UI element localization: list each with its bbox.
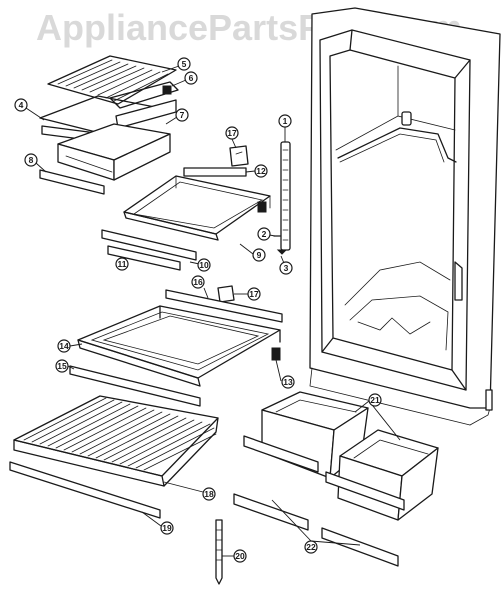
svg-text:17: 17 xyxy=(249,289,259,299)
callout-18: 18 xyxy=(202,487,216,501)
callout-7: 7 xyxy=(175,108,189,122)
callout-5: 5 xyxy=(177,57,191,71)
shelf-brackets xyxy=(217,145,249,303)
svg-text:18: 18 xyxy=(204,489,214,499)
svg-text:5: 5 xyxy=(182,59,187,69)
svg-text:12: 12 xyxy=(256,166,266,176)
callout-19: 19 xyxy=(160,521,174,535)
callout-13: 13 xyxy=(281,375,295,389)
callout-20: 20 xyxy=(233,549,247,563)
svg-text:3: 3 xyxy=(284,263,289,273)
callout-3: 3 xyxy=(279,261,293,275)
svg-text:8: 8 xyxy=(29,155,34,165)
svg-text:6: 6 xyxy=(189,73,194,83)
callout-6: 6 xyxy=(184,71,198,85)
svg-text:13: 13 xyxy=(283,377,293,387)
lower-glass-shelf xyxy=(69,289,283,407)
callout-2: 2 xyxy=(257,227,271,241)
callout-17b: 17 xyxy=(247,287,261,301)
svg-text:21: 21 xyxy=(370,395,380,405)
svg-text:22: 22 xyxy=(306,542,316,552)
svg-text:16: 16 xyxy=(193,277,203,287)
svg-text:9: 9 xyxy=(257,250,262,260)
callout-22: 22 xyxy=(304,540,318,554)
svg-text:15: 15 xyxy=(57,361,67,371)
callout-1: 1 xyxy=(278,114,292,128)
callout-10: 10 xyxy=(197,258,211,272)
callout-16: 16 xyxy=(191,275,205,289)
svg-text:7: 7 xyxy=(180,110,185,120)
callout-14: 14 xyxy=(57,339,71,353)
shelf-support-rail xyxy=(273,141,291,255)
hinge xyxy=(485,389,493,411)
callout-9: 9 xyxy=(252,248,266,262)
callout-15: 15 xyxy=(55,359,69,373)
callout-12: 12 xyxy=(254,164,268,178)
callout-4: 4 xyxy=(14,98,28,112)
svg-text:4: 4 xyxy=(19,100,24,110)
svg-text:17: 17 xyxy=(227,128,237,138)
svg-text:1: 1 xyxy=(283,116,288,126)
svg-text:11: 11 xyxy=(118,259,127,269)
callout-17a: 17 xyxy=(225,126,239,140)
svg-text:2: 2 xyxy=(262,229,267,239)
crisper-drawers xyxy=(243,391,439,521)
middle-shelf-assembly xyxy=(101,167,271,271)
wire-shelf xyxy=(9,395,219,519)
svg-text:10: 10 xyxy=(199,260,209,270)
callout-8: 8 xyxy=(24,153,38,167)
refrigerator-cabinet xyxy=(309,7,501,426)
shelf-stud xyxy=(215,519,223,585)
callout-11: 11 xyxy=(115,257,129,271)
svg-text:19: 19 xyxy=(162,523,172,533)
svg-text:14: 14 xyxy=(59,341,69,351)
upper-shelf-assembly xyxy=(39,55,179,195)
light-switch xyxy=(401,111,412,126)
svg-text:20: 20 xyxy=(235,551,245,561)
callout-21: 21 xyxy=(368,393,382,407)
